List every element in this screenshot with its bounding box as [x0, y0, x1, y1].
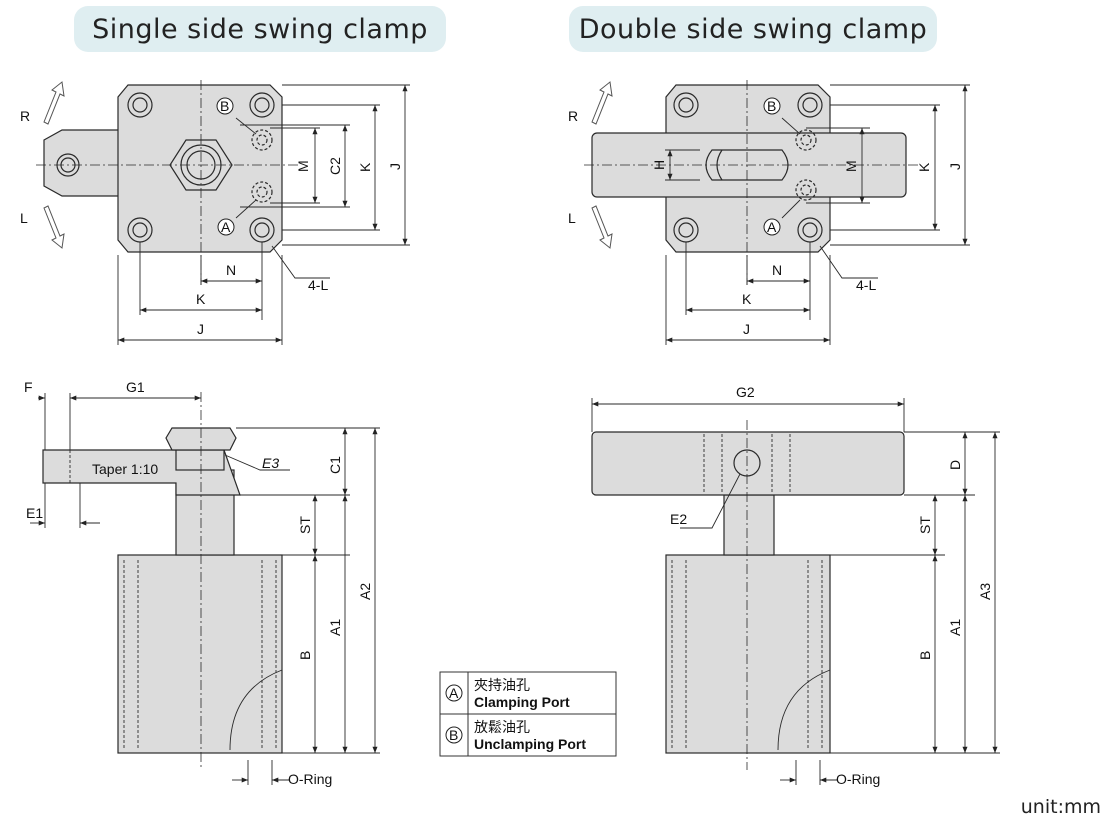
single-front-view: [42, 392, 283, 770]
dim-4l-right: 4-L: [856, 277, 876, 293]
legend-a-symbol: A: [449, 685, 459, 701]
double-rod: [723, 494, 775, 556]
dim-m-left: M: [295, 160, 311, 172]
legend-b-cn: 放鬆油孔: [474, 719, 530, 735]
port-b-marker-right: B: [763, 97, 781, 115]
port-a-marker-right: A: [763, 218, 781, 236]
dim-c1: C1: [327, 456, 343, 474]
label-l-left: L: [20, 210, 28, 226]
dim-b-left: B: [297, 651, 313, 660]
dim-oring-right: O-Ring: [836, 771, 880, 787]
swing-right-arrow-icon: [591, 81, 613, 125]
dim-a1-right: A1: [947, 619, 963, 636]
dim-j-vert-left: J: [387, 163, 403, 170]
title-single-side: Single side swing clamp: [74, 6, 446, 52]
single-front-dims: [30, 393, 380, 785]
single-plan-dims: [117, 84, 410, 345]
double-plan-view: [584, 80, 920, 285]
dim-e3: E3: [262, 455, 279, 471]
single-nut: [165, 427, 237, 451]
legend-b-symbol: B: [449, 727, 458, 743]
dim-e2: E2: [670, 511, 687, 527]
legend-a-cn: 夾持油孔: [474, 677, 530, 693]
dim-d: D: [947, 460, 963, 470]
corner-bolts: [127, 92, 275, 243]
title-double-side-text: Double side swing clamp: [578, 13, 928, 45]
dim-n-left: N: [226, 262, 236, 278]
double-front-view: [591, 420, 905, 770]
dim-m-right: M: [843, 160, 859, 172]
dim-st-right: ST: [917, 516, 933, 534]
port-b-text-right: B: [767, 98, 776, 114]
dim-j-horz-left: J: [197, 321, 204, 337]
port-a-text-right: A: [767, 219, 777, 235]
double-body: [665, 554, 831, 754]
dim-e1: E1: [26, 505, 43, 521]
dim-k-horz-right: K: [742, 291, 752, 307]
dim-a2: A2: [357, 583, 373, 600]
port-a-text-left: A: [221, 219, 231, 235]
title-single-side-text: Single side swing clamp: [92, 13, 428, 45]
dim-c2-left: C2: [327, 157, 343, 175]
dim-st-left: ST: [297, 516, 313, 534]
port-b-marker-left: B: [216, 97, 234, 115]
dim-a3: A3: [977, 583, 993, 600]
dim-g1: G1: [126, 379, 145, 395]
single-plan-view: [36, 80, 300, 285]
dim-b-right: B: [917, 651, 933, 660]
unit-label: unit:mm: [1020, 796, 1101, 818]
dim-j-horz-right: J: [743, 321, 750, 337]
dim-f: F: [24, 379, 33, 395]
port-b-text-left: B: [220, 98, 229, 114]
dim-k-vert-right: K: [916, 162, 932, 172]
legend-b-en: Unclamping Port: [474, 736, 586, 752]
title-double-side: Double side swing clamp: [569, 6, 937, 52]
dim-g2: G2: [736, 384, 755, 400]
dim-k-vert-left: K: [357, 162, 373, 172]
label-r-right: R: [568, 108, 578, 124]
dim-h-right: H: [651, 160, 667, 170]
port-a-marker-left: A: [217, 218, 235, 236]
legend-a-en: Clamping Port: [474, 694, 570, 710]
double-plan-dims: [665, 84, 970, 345]
taper-label: Taper 1:10: [92, 461, 158, 477]
dim-n-right: N: [772, 262, 782, 278]
dim-4l-left: 4-L: [308, 277, 328, 293]
dim-oring-left: O-Ring: [288, 771, 332, 787]
label-r-left: R: [20, 108, 30, 124]
dim-a1-left: A1: [327, 619, 343, 636]
port-legend: A 夾持油孔 Clamping Port B 放鬆油孔 Unclamping P…: [439, 671, 617, 757]
single-body: [117, 554, 283, 754]
double-front-dims: [591, 398, 1000, 785]
dim-j-vert-right: J: [947, 163, 963, 170]
label-l-right: L: [568, 210, 576, 226]
swing-left-arrow-icon: [591, 205, 613, 249]
swing-left-arrow-icon: [43, 205, 65, 249]
swing-right-arrow-icon: [43, 81, 65, 125]
dim-k-horz-left: K: [196, 291, 206, 307]
